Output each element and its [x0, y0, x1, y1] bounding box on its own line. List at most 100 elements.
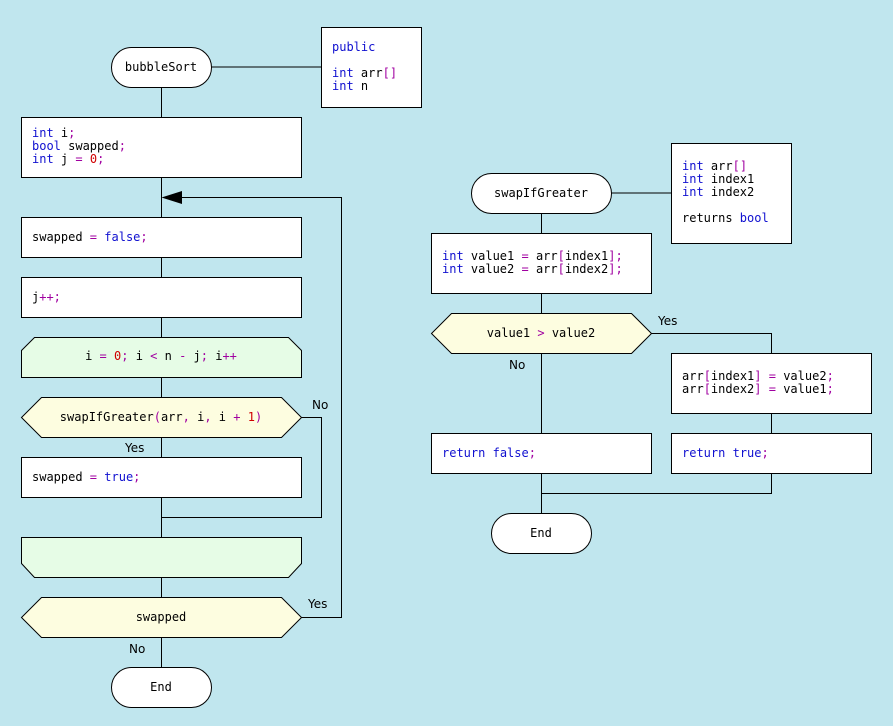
code-line: swapIfGreater(arr, i, i + 1)	[21, 411, 301, 424]
code-token: arr	[353, 66, 383, 80]
code-token: value1	[486, 326, 538, 340]
no-label: No	[129, 642, 146, 656]
code-token: value1	[463, 249, 522, 263]
code-token: index2	[710, 382, 755, 396]
code-token: value1	[775, 382, 827, 396]
keyword: int	[442, 249, 464, 263]
decision-while-swapped[interactable]	[20, 597, 303, 638]
code-line: int i;	[32, 127, 126, 140]
terminal-end-swapifgreater[interactable]	[491, 513, 592, 554]
operator: ;	[121, 349, 136, 363]
arrow-head-icon	[161, 191, 182, 204]
operator: [	[703, 382, 711, 396]
operator: <	[150, 349, 158, 363]
yes-label: Yes	[125, 441, 145, 455]
process-reset-swapped[interactable]	[21, 217, 302, 258]
yes-label: Yes	[308, 597, 328, 611]
keyword: return	[682, 446, 726, 460]
process-swap[interactable]	[671, 353, 872, 414]
code-line: swapped	[21, 611, 301, 624]
code-token	[240, 410, 247, 424]
code-token: swapped	[32, 230, 90, 244]
code-token: swapped	[135, 610, 187, 624]
code-token: arr	[703, 159, 733, 173]
operator: ;	[133, 470, 141, 484]
operator: [	[703, 369, 711, 383]
keyword: bool	[739, 211, 769, 225]
keyword: int	[682, 172, 704, 186]
process-set-swapped[interactable]	[21, 457, 302, 498]
params-box-bubblesort[interactable]	[321, 27, 422, 108]
connector-no	[161, 417, 322, 518]
operator: ;	[140, 230, 148, 244]
params-list: int arr[]int n	[332, 67, 397, 93]
terminal-end-bubblesort[interactable]	[111, 667, 212, 708]
code-line: returns bool	[682, 212, 769, 225]
connectors	[161, 66, 772, 668]
keyword: true	[104, 470, 134, 484]
keyword: false	[492, 446, 529, 460]
compare-decision-code: value1 > value2	[431, 327, 651, 340]
keyword: int	[32, 126, 54, 140]
loop-end-for[interactable]	[21, 537, 302, 578]
process-return-true[interactable]	[671, 433, 872, 474]
number-literal: 0	[114, 349, 122, 363]
operator: ++	[222, 349, 237, 363]
process-declarations[interactable]	[21, 117, 302, 178]
code-token: n	[353, 79, 369, 93]
operator: ]	[754, 382, 762, 396]
code-line: int n	[332, 80, 397, 93]
code-token: value2	[544, 326, 596, 340]
return-true-code: return true;	[682, 447, 769, 460]
operator: ++;	[39, 290, 61, 304]
code-token: i	[85, 349, 100, 363]
decision-swap-if-greater[interactable]	[20, 397, 303, 438]
keyword: false	[104, 230, 141, 244]
increment-code: j++;	[32, 291, 61, 304]
operator: =	[99, 349, 107, 363]
code-token	[762, 369, 769, 383]
code-token: arr	[682, 382, 704, 396]
operator: ;	[826, 382, 834, 396]
keyword: return	[442, 446, 486, 460]
while-decision-code: swapped	[21, 611, 301, 624]
process-increment-j[interactable]	[21, 277, 302, 318]
code-line: i = 0; i < n - j; i++	[21, 350, 301, 363]
operator: ;	[826, 369, 834, 383]
code-token: index2	[564, 262, 609, 276]
code-token: arr	[682, 369, 704, 383]
process-return-false[interactable]	[431, 433, 652, 474]
code-token: i	[215, 349, 223, 363]
loop-start-for[interactable]	[21, 337, 302, 378]
code-token: arr	[528, 249, 558, 263]
keyword: int	[332, 79, 354, 93]
code-token: swapped	[60, 139, 119, 153]
code-token: arr	[160, 410, 183, 424]
code-token: i	[53, 126, 69, 140]
code-line: swapped = false;	[32, 231, 148, 244]
terminal-start-swapifgreater[interactable]	[471, 173, 612, 214]
connector-merge	[541, 473, 772, 494]
code-line: bool swapped;	[32, 140, 126, 153]
keyword: true	[732, 446, 762, 460]
code-token	[485, 446, 492, 460]
terminal-start-bubblesort[interactable]	[111, 47, 212, 88]
code-token: j	[53, 152, 76, 166]
code-token: returns	[682, 211, 740, 225]
code-line: j++;	[32, 291, 61, 304]
code-token: swapIfGreater	[59, 410, 154, 424]
decision-value-compare[interactable]	[430, 313, 653, 354]
code-line: int arr[]	[332, 67, 397, 80]
code-token: arr	[528, 262, 558, 276]
operator: =	[89, 230, 98, 244]
code-line: int index1	[682, 173, 769, 186]
process-value-declarations[interactable]	[431, 233, 652, 294]
operator: ,	[204, 410, 212, 424]
params-box-swapifgreater[interactable]	[671, 143, 792, 244]
keyword: int	[442, 262, 464, 276]
code-token	[83, 152, 90, 166]
operator: [	[557, 262, 565, 276]
code-line: swapped = true;	[32, 471, 140, 484]
